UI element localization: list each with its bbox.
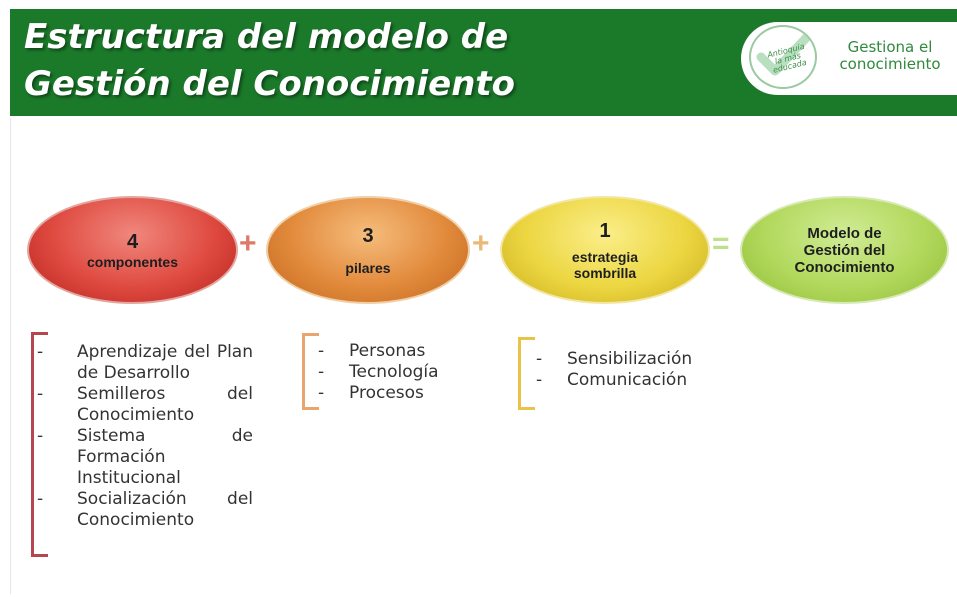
list-item: -Tecnología <box>318 362 439 382</box>
list-estrategia: -Sensibilización -Comunicación <box>536 349 736 391</box>
node-modelo-label-3: Conocimiento <box>794 258 895 276</box>
list-item: -Comunicación <box>536 370 688 390</box>
equals-operator: = <box>712 227 730 260</box>
list-item: -Sensibilización <box>536 349 693 369</box>
node-modelo-label-2: Gestión del <box>803 241 886 259</box>
page-left-rule <box>10 118 11 594</box>
node-estrategia-label-2: sombrilla <box>573 264 637 281</box>
node-componentes-number: 4 <box>126 230 139 253</box>
list-item: -Procesos <box>318 383 424 403</box>
antioquia-seal-logo: Antioquia la más educada <box>749 25 817 89</box>
logo-caption-line-2: conocimiento <box>839 55 941 73</box>
list-componentes: -Aprendizaje del Plan de Desarrollo -Sem… <box>37 342 253 531</box>
node-estrategia-label-1: estrategia <box>571 248 639 265</box>
node-modelo-label-1: Modelo de <box>807 224 882 242</box>
logo-caption: Gestiona el conocimiento <box>823 39 957 73</box>
plus-operator-1: + <box>239 227 257 260</box>
list-item: -Socialización del Conocimiento <box>37 489 253 530</box>
list-item: -Sistema de Formación Institucional <box>37 426 253 488</box>
bracket-estrategia <box>518 337 535 410</box>
node-componentes: 4 componentes <box>27 196 238 304</box>
logo-caption-line-1: Gestiona el <box>847 38 933 56</box>
list-pilares: -Personas -Tecnología -Procesos <box>318 341 478 404</box>
bracket-pilares <box>302 333 319 410</box>
gestiona-logo: Antioquia la más educada Gestiona el con… <box>741 22 957 95</box>
title-line-1: Estructura del modelo de <box>24 17 509 57</box>
list-item: -Personas <box>318 341 426 361</box>
node-pilares: 3 pilares <box>266 196 470 304</box>
list-item: -Semilleros del Conocimiento <box>37 384 253 425</box>
title-line-2: Gestión del Conocimiento <box>24 64 516 104</box>
node-pilares-number: 3 <box>362 224 374 247</box>
checkmark-icon <box>756 32 812 76</box>
node-estrategia: 1 estrategia sombrilla <box>500 196 710 304</box>
header-banner: Estructura del modelo de Gestión del Con… <box>10 9 957 116</box>
page-title: Estructura del modelo de Gestión del Con… <box>24 14 515 108</box>
plus-operator-2: + <box>472 227 490 260</box>
node-componentes-label: componentes <box>86 253 178 270</box>
node-modelo: Modelo de Gestión del Conocimiento <box>740 196 949 304</box>
node-estrategia-number: 1 <box>599 219 611 242</box>
node-pilares-label: pilares <box>345 259 391 276</box>
list-item: -Aprendizaje del Plan de Desarrollo <box>37 342 253 383</box>
bracket-componentes <box>31 332 48 557</box>
